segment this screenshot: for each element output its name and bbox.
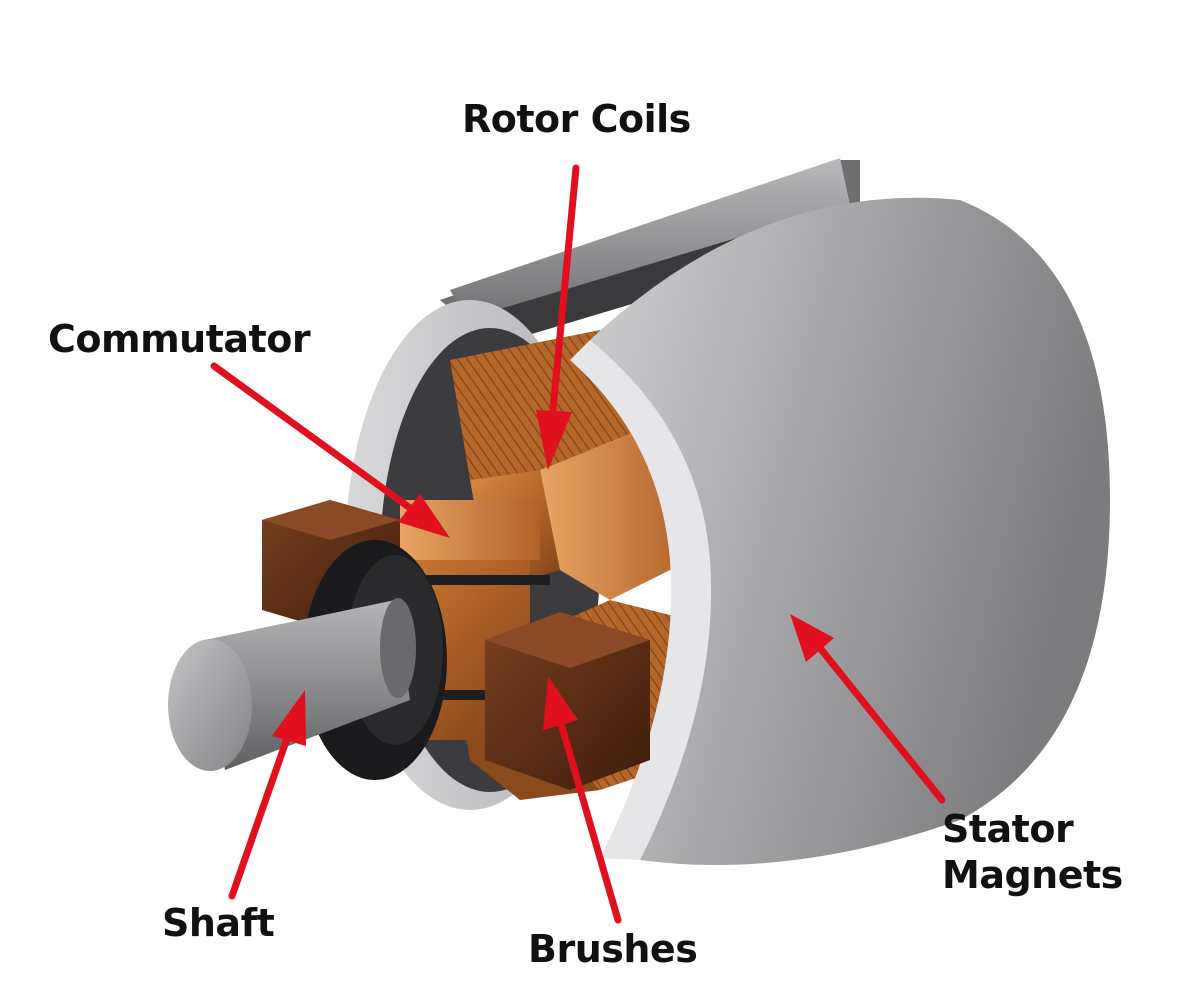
label-brushes-text: Brushes: [528, 927, 698, 971]
arrow-stator-magnets: [790, 614, 946, 804]
label-stator-line1: Stator: [942, 807, 1074, 851]
label-commutator-text: Commutator: [48, 317, 311, 361]
arrow-shaft: [228, 690, 306, 900]
shaft: [168, 598, 416, 771]
label-rotor-coils-text: Rotor Coils: [462, 97, 691, 141]
arrow-commutator: [210, 362, 450, 538]
label-shaft: Shaft: [162, 900, 275, 946]
label-stator-magnets: Stator Magnets: [942, 806, 1123, 898]
label-commutator: Commutator: [48, 316, 311, 362]
label-stator-line2: Magnets: [942, 853, 1123, 897]
arrow-rotor-coils: [536, 164, 580, 470]
arrows: [210, 164, 946, 924]
arrow-brushes: [543, 676, 622, 924]
label-brushes: Brushes: [528, 926, 698, 972]
label-rotor-coils: Rotor Coils: [462, 96, 691, 142]
stator-housing: [570, 197, 1110, 865]
label-shaft-text: Shaft: [162, 901, 275, 945]
